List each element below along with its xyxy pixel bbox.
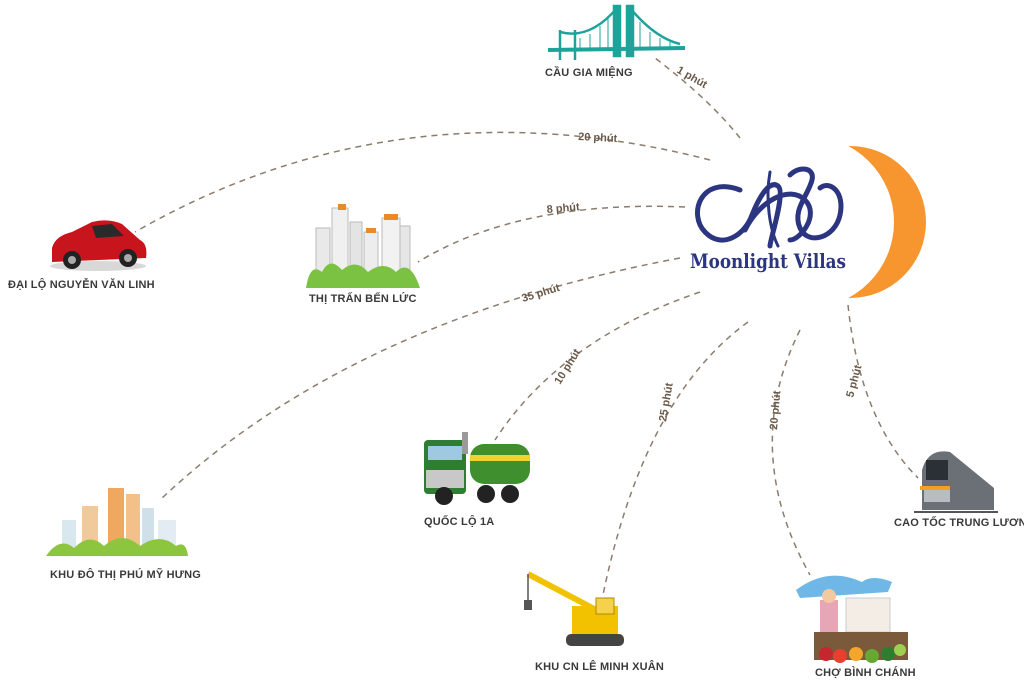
market-icon (796, 575, 908, 663)
crane-icon (524, 571, 624, 646)
moonlight-villas-logo: Moonlight Villas (690, 146, 926, 298)
path-dai-lo-nguyen-van-linh (134, 131, 711, 233)
path-cau-gia-mieng (654, 57, 741, 139)
car-icon (50, 220, 147, 271)
bridge-icon (547, 4, 686, 60)
path-quoc-lo-1a (494, 291, 701, 441)
town-icon (306, 204, 420, 288)
time-cao-toc-trung-luong: 5 phút (844, 363, 864, 398)
time-thi-tran-ben-luc: 8 phút (546, 201, 580, 216)
path-thi-tran-ben-luc (417, 205, 686, 263)
time-quoc-lo-1a: 10 phút (552, 347, 583, 387)
time-cau-gia-mieng: 1 phút (675, 64, 710, 91)
time-khu-cn-le-minh-xuan: 25 phút (657, 382, 676, 423)
time-dai-lo-nguyen-van-linh: 20 phút (578, 131, 618, 145)
label-cao-toc-trung-luong: CAO TỐC TRUNG LƯƠNG (894, 515, 1024, 529)
label-dai-lo-nguyen-van-linh: ĐẠI LỘ NGUYỄN VĂN LINH (8, 278, 155, 291)
path-khu-cn-le-minh-xuan (599, 321, 749, 611)
time-khu-do-thi-phu-my-hung: 35 phút (520, 282, 561, 305)
label-cau-gia-mieng: CẦU GIA MIỆNG (545, 66, 633, 79)
label-khu-do-thi-phu-my-hung: KHU ĐÔ THỊ PHÚ MỸ HƯNG (50, 568, 201, 581)
label-khu-cn-le-minh-xuan: KHU CN LÊ MINH XUÂN (535, 660, 664, 673)
label-quoc-lo-1a: QUỐC LỘ 1A (424, 514, 494, 528)
city-icon (46, 488, 188, 556)
path-khu-do-thi-phu-my-hung (159, 257, 681, 501)
truck-icon (424, 432, 530, 505)
train-icon (914, 451, 998, 513)
brand-name: Moonlight Villas (690, 249, 846, 273)
mv-monogram-icon (695, 166, 844, 249)
connection-paths (134, 57, 919, 611)
path-cho-binh-chanh (771, 329, 811, 576)
label-cho-binh-chanh: CHỢ BÌNH CHÁNH (815, 666, 916, 679)
time-cho-binh-chanh: 20 phút (768, 390, 783, 430)
path-cao-toc-trung-luong (847, 304, 919, 479)
label-thi-tran-ben-luc: THỊ TRẤN BẾN LỨC (309, 292, 417, 305)
